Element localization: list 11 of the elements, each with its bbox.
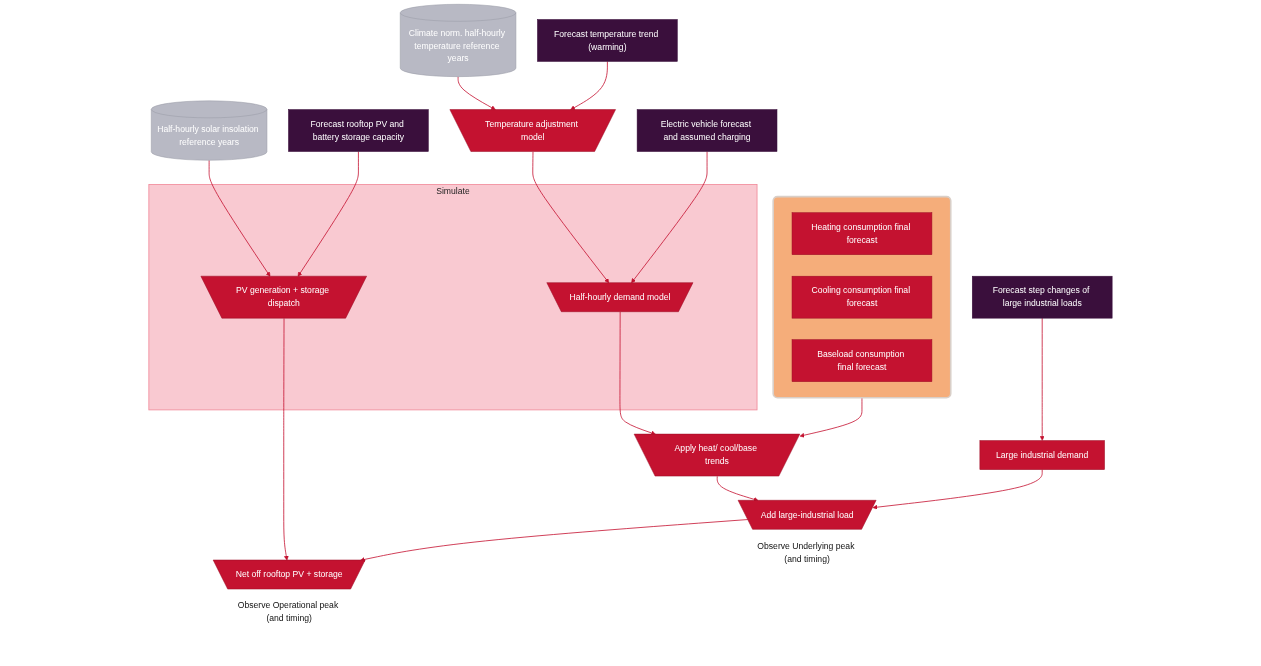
cluster — [772, 195, 952, 399]
node-box: Forecast temperature trend (warming) — [537, 19, 678, 62]
node-label: Observe Operational peak (and timing) — [237, 600, 339, 623]
node-box: Electric vehicle forecast and assumed charging — [636, 109, 778, 152]
node-box: Cooling consumption final forecast — [791, 275, 933, 319]
node-box: Baseload consumption final forecast — [791, 339, 933, 382]
node-box: Forecast rooftop PV and battery storage capacity — [288, 109, 429, 152]
node-box: Heating consumption final forecast — [791, 212, 933, 255]
node-box: Forecast step changes of large industrial loads — [972, 275, 1113, 319]
node-box: Large industrial demand — [979, 440, 1105, 470]
node-label: Observe Underlying peak (and timing) — [757, 541, 855, 564]
